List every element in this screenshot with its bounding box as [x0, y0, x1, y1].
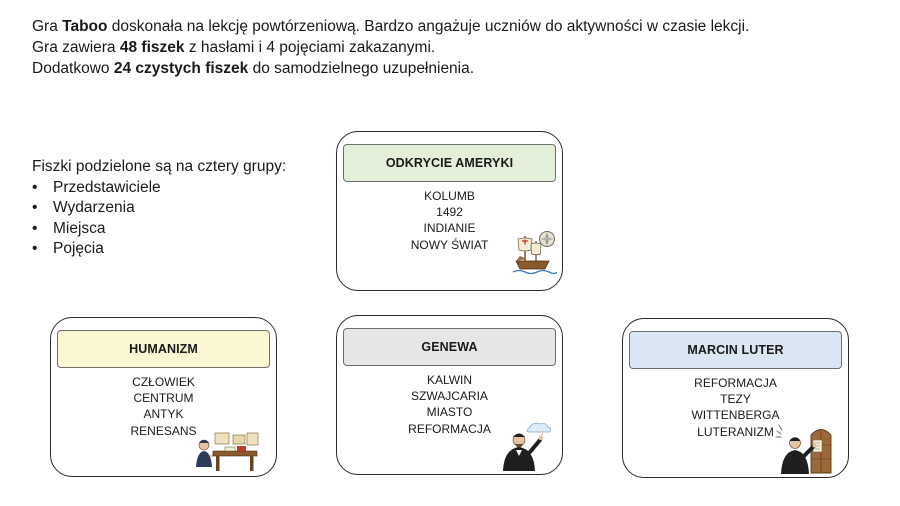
card-word: SZWAJCARIA: [411, 389, 488, 404]
card-humanizm: HUMANIZM CZŁOWIEK CENTRUM ANTYK RENESANS: [50, 317, 277, 477]
intro-line-2: Gra zawiera 48 fiszek z hasłami i 4 poję…: [32, 39, 436, 56]
preacher-icon: [503, 422, 552, 471]
group-item: Miejsca: [32, 219, 286, 240]
ship-compass-icon: [512, 231, 557, 275]
card-words: CZŁOWIEK CENTRUM ANTYK RENESANS: [51, 374, 276, 439]
card-title: HUMANIZM: [57, 330, 270, 368]
card-word: KOLUMB: [424, 189, 475, 203]
card-word: 1492: [436, 205, 463, 220]
card-words: REFORMACJA TEZY WITTENBERGA LUTERANIZM: [623, 375, 848, 440]
group-item: Przedstawiciele: [32, 178, 286, 199]
card-word: CENTRUM: [133, 391, 194, 406]
groups-heading: Fiszki podzielone są na cztery grupy:: [32, 158, 287, 175]
card-word: CZŁOWIEK: [132, 375, 195, 389]
card-word: ANTYK: [143, 407, 184, 422]
card-word: RENESANS: [130, 423, 197, 438]
card-word: REFORMACJA: [694, 376, 777, 390]
scholar-at-desk-icon: [196, 432, 259, 471]
card-title: ODKRYCIE AMERYKI: [343, 144, 556, 182]
intro-line-1: Gra Taboo doskonała na lekcję powtórzeni…: [32, 18, 750, 35]
card-word: LUTERANIZM: [697, 424, 774, 439]
card-word: KALWIN: [426, 373, 473, 387]
intro-line-3: Dodatkowo 24 czystych fiszek do samodzie…: [32, 60, 475, 77]
groups-list: Przedstawiciele Wydarzenia Miejsca Pojęc…: [32, 178, 286, 260]
card-odkrycie-ameryki: ODKRYCIE AMERYKI KOLUMB 1492 INDIANIE NO…: [336, 131, 563, 291]
card-word: INDIANIE: [423, 221, 476, 236]
card-word: TEZY: [720, 392, 751, 407]
card-title: MARCIN LUTER: [629, 331, 842, 369]
card-words: KOLUMB 1492 INDIANIE NOWY ŚWIAT: [337, 188, 562, 253]
group-item: Wydarzenia: [32, 198, 286, 219]
card-word: NOWY ŚWIAT: [410, 237, 489, 252]
card-genewa: GENEWA KALWIN SZWAJCARIA MIASTO REFORMAC…: [336, 315, 563, 475]
groups-section: Fiszki podzielone są na cztery grupy: Pr…: [32, 157, 286, 260]
card-word: WITTENBERGA: [691, 408, 780, 423]
intro-text: Gra Taboo doskonała na lekcję powtórzeni…: [32, 16, 749, 79]
card-word: REFORMACJA: [408, 421, 491, 436]
luther-door-icon: [775, 424, 832, 474]
card-marcin-luter: MARCIN LUTER REFORMACJA TEZY WITTENBERGA…: [622, 318, 849, 478]
card-words: KALWIN SZWAJCARIA MIASTO REFORMACJA: [337, 372, 562, 437]
card-title: GENEWA: [343, 328, 556, 366]
group-item: Pojęcia: [32, 239, 286, 260]
card-word: MIASTO: [426, 405, 473, 420]
